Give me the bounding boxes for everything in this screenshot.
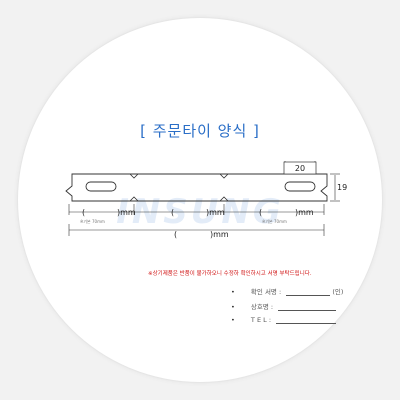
order-form-circle (18, 18, 382, 382)
left-segment-note: ※기본 70mm (80, 218, 105, 224)
company-label: 상호명 : (250, 303, 274, 311)
tel-row: • T E L : (231, 316, 337, 324)
height-label: 19 (337, 183, 347, 192)
hole-width-label: 20 (295, 164, 305, 173)
company-field[interactable] (278, 310, 337, 311)
right-hanging-hole (284, 181, 316, 192)
tel-label: T E L : (250, 316, 272, 324)
left-segment-open: ( (82, 208, 85, 217)
tie-notches (129, 173, 229, 202)
return-notice: ※상기제품은 반품이 불가하오니 수정하 확인하시고 서명 부탁드립니다. (148, 271, 312, 277)
company-row: • 상호명 : (231, 301, 337, 311)
total-length-close: )mm (210, 230, 229, 239)
right-segment-close: )mm (295, 208, 314, 217)
bullet-icon: • (231, 316, 235, 324)
signature-field[interactable] (286, 295, 331, 296)
bullet-icon: • (231, 288, 235, 296)
signature-row: • 확인 서명 : (인) (231, 286, 343, 296)
seal-suffix: (인) (332, 288, 344, 296)
hole-width-box (283, 161, 317, 175)
left-hanging-hole (85, 181, 117, 192)
middle-segment-close: )mm (206, 208, 225, 217)
left-segment-close: )mm (117, 208, 136, 217)
tel-field[interactable] (276, 323, 337, 324)
bullet-icon: • (231, 303, 235, 311)
total-length-open: ( (174, 230, 177, 239)
page-title: [ 주문타이 양식 ] (140, 122, 260, 140)
middle-segment-open: ( (171, 208, 174, 217)
tie-tag-outline (65, 173, 328, 202)
right-segment-note: ※기본 70mm (262, 218, 287, 224)
right-segment-open: ( (259, 208, 262, 217)
signature-label: 확인 서명 : (250, 288, 282, 296)
